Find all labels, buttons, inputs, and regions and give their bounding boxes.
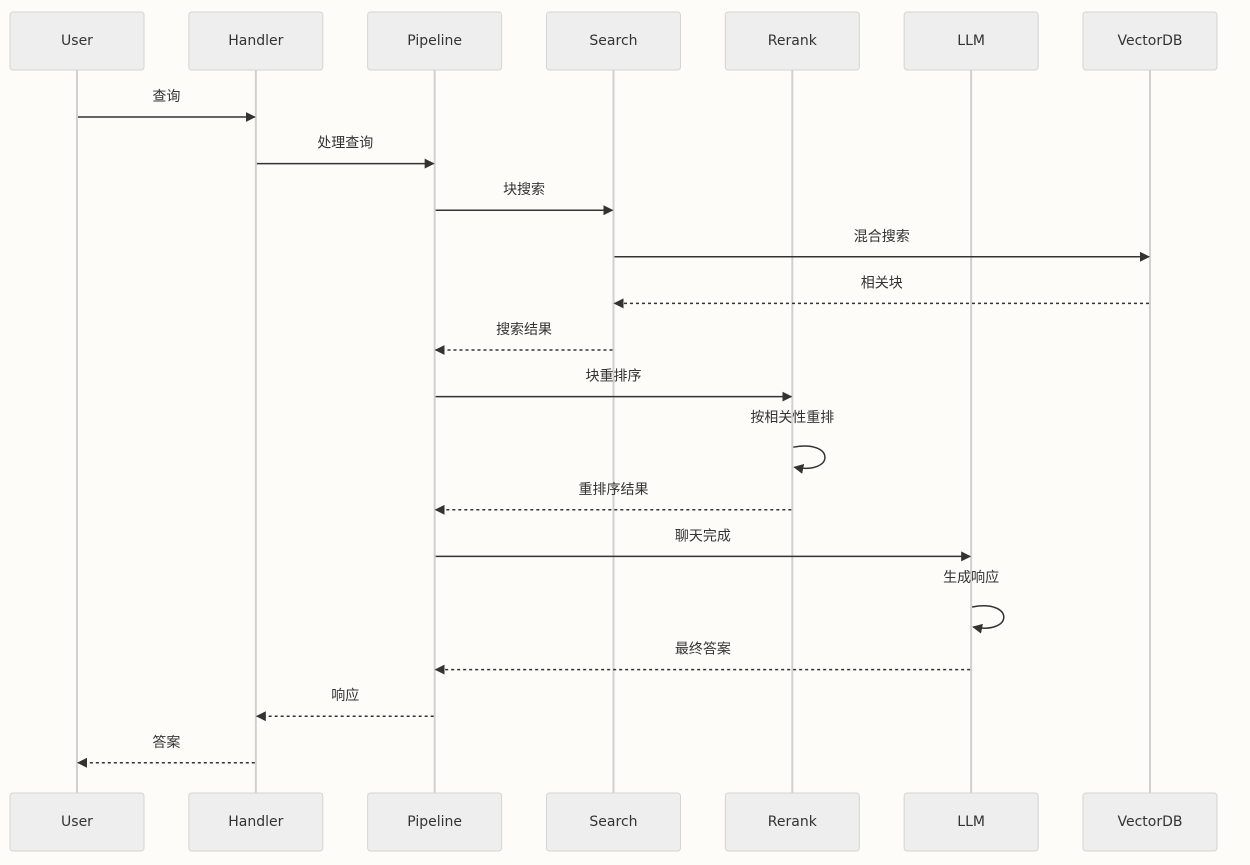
actor-box (903, 11, 1039, 71)
actor-handler-top: Handler (188, 11, 324, 71)
actor-label: VectorDB (1117, 33, 1182, 49)
actor-label: Search (589, 33, 637, 49)
message-label: 生成响应 (943, 569, 999, 586)
actor-label: Search (589, 814, 637, 830)
self-message-arrow (793, 445, 826, 474)
actor-box (724, 11, 860, 71)
actor-box (367, 792, 503, 852)
actor-llm-bottom: LLM (903, 792, 1039, 852)
actor-pipeline-top: Pipeline (367, 11, 503, 71)
message-9: 聊天完成 (435, 528, 972, 562)
actor-label: Handler (228, 33, 283, 49)
message-label: 搜索结果 (496, 321, 552, 338)
message-10: 生成响应 (943, 569, 1005, 634)
message-4: 相关块 (613, 275, 1149, 309)
actor-label: Rerank (768, 814, 818, 830)
actor-pipeline-bottom: Pipeline (367, 792, 503, 852)
actor-handler-bottom: Handler (188, 792, 324, 852)
message-label: 处理查询 (317, 136, 373, 152)
message-2: 块搜索 (435, 181, 614, 216)
message-8: 重排序结果 (434, 482, 792, 515)
actor-user-top: User (9, 11, 145, 71)
message-label: 块搜索 (503, 181, 545, 198)
actor-search-top: Search (545, 11, 681, 71)
actor-vectordb-top: VectorDB (1082, 11, 1218, 71)
message-6: 块重排序 (435, 369, 793, 402)
actor-box (724, 792, 860, 852)
message-1: 处理查询 (256, 136, 435, 169)
message-0: 查询 (78, 89, 256, 122)
actor-label: Pipeline (407, 33, 462, 49)
actor-box (545, 792, 681, 852)
actor-label: VectorDB (1117, 814, 1182, 830)
actor-label: Rerank (768, 33, 818, 49)
actor-label: Handler (228, 814, 283, 830)
self-message-arrow (972, 605, 1005, 634)
actor-label: User (61, 814, 93, 830)
message-3: 混合搜索 (614, 228, 1150, 262)
actor-box (9, 792, 145, 852)
actor-llm-top: LLM (903, 11, 1039, 71)
message-label: 混合搜索 (854, 228, 910, 245)
actor-rerank-top: Rerank (724, 11, 860, 71)
actor-box (188, 792, 324, 852)
message-label: 重排序结果 (578, 482, 648, 498)
message-11: 最终答案 (434, 641, 971, 675)
message-label: 最终答案 (675, 641, 731, 658)
message-label: 相关块 (861, 275, 903, 291)
actor-vectordb-bottom: VectorDB (1082, 792, 1218, 852)
message-5: 搜索结果 (434, 321, 613, 355)
actor-label: LLM (957, 814, 985, 830)
actor-box (545, 11, 681, 71)
message-label: 块重排序 (585, 369, 641, 385)
actor-box (903, 792, 1039, 852)
actor-user-bottom: User (9, 792, 145, 852)
message-12: 响应 (255, 687, 434, 722)
actor-label: LLM (957, 33, 985, 49)
actor-search-bottom: Search (545, 792, 681, 852)
actor-box (1082, 11, 1218, 71)
actor-box (367, 11, 503, 71)
message-7: 按相关性重排 (750, 410, 834, 474)
actor-box (1082, 792, 1218, 852)
message-label: 查询 (152, 89, 180, 105)
actor-label: User (61, 33, 93, 49)
actor-box (9, 11, 145, 71)
message-label: 聊天完成 (675, 528, 731, 544)
message-label: 答案 (152, 734, 180, 751)
actor-rerank-bottom: Rerank (724, 792, 860, 852)
message-13: 答案 (77, 734, 255, 768)
actor-box (188, 11, 324, 71)
actor-label: Pipeline (407, 814, 462, 830)
message-label: 响应 (331, 687, 359, 704)
message-label: 按相关性重排 (750, 410, 834, 426)
